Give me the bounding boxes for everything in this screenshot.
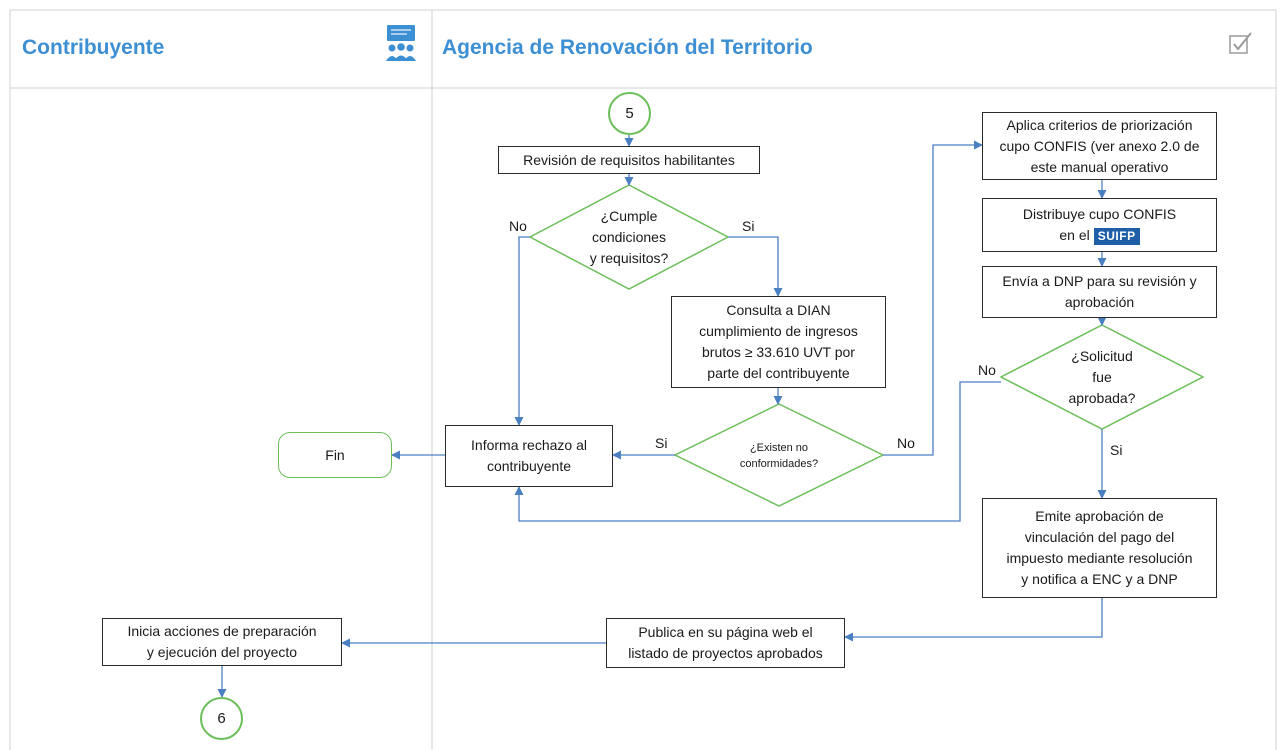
issue-approval-box: Emite aprobación de vinculación del pago…	[982, 498, 1217, 598]
lane-title-contributor: Contribuyente	[22, 36, 165, 59]
edge-label-meets-no: No	[509, 218, 527, 234]
edge-label-nonconformities-no: No	[897, 435, 915, 451]
edge-label-approved-no: No	[978, 362, 996, 378]
end-terminator: Fin	[278, 432, 392, 478]
decision-nonconformities-text: ¿Existen no conformidades?	[739, 442, 819, 470]
decision-nonconformities-diamond	[673, 403, 885, 507]
edge-label-approved-yes: Si	[1110, 442, 1123, 458]
start-connector: 5	[608, 92, 651, 135]
end-connector: 6	[200, 697, 243, 740]
checkbox-icon	[1228, 30, 1254, 56]
send-dnp-box: Envía a DNP para su revisión y aprobació…	[982, 266, 1217, 318]
decision-meets-text: ¿Cumple condiciones y requisitos?	[589, 207, 669, 266]
people-presentation-icon	[384, 24, 418, 62]
consult-dian-box: Consulta a DIAN cumplimiento de ingresos…	[671, 296, 886, 388]
flow-arrows	[217, 135, 1107, 698]
start-actions-box: Inicia acciones de preparación y ejecuci…	[102, 618, 342, 666]
review-requirements-box: Revisión de requisitos habilitantes	[498, 146, 760, 174]
edge-label-meets-yes: Si	[742, 218, 755, 234]
lane-title-agency: Agencia de Renovación del Territorio	[442, 36, 813, 59]
publish-web-box: Publica en su página web el listado de p…	[606, 618, 845, 668]
decision-meets-diamond	[528, 184, 730, 290]
decision-approved-text: ¿Solicitud fue aprobada?	[1068, 347, 1136, 406]
suifp-logo: SUIFP	[1093, 228, 1140, 245]
inform-rejection-box: Informa rechazo al contribuyente	[445, 425, 613, 487]
apply-criteria-box: Aplica criterios de priorización cupo CO…	[982, 112, 1217, 180]
edge-label-nonconformities-yes: Si	[655, 435, 668, 451]
